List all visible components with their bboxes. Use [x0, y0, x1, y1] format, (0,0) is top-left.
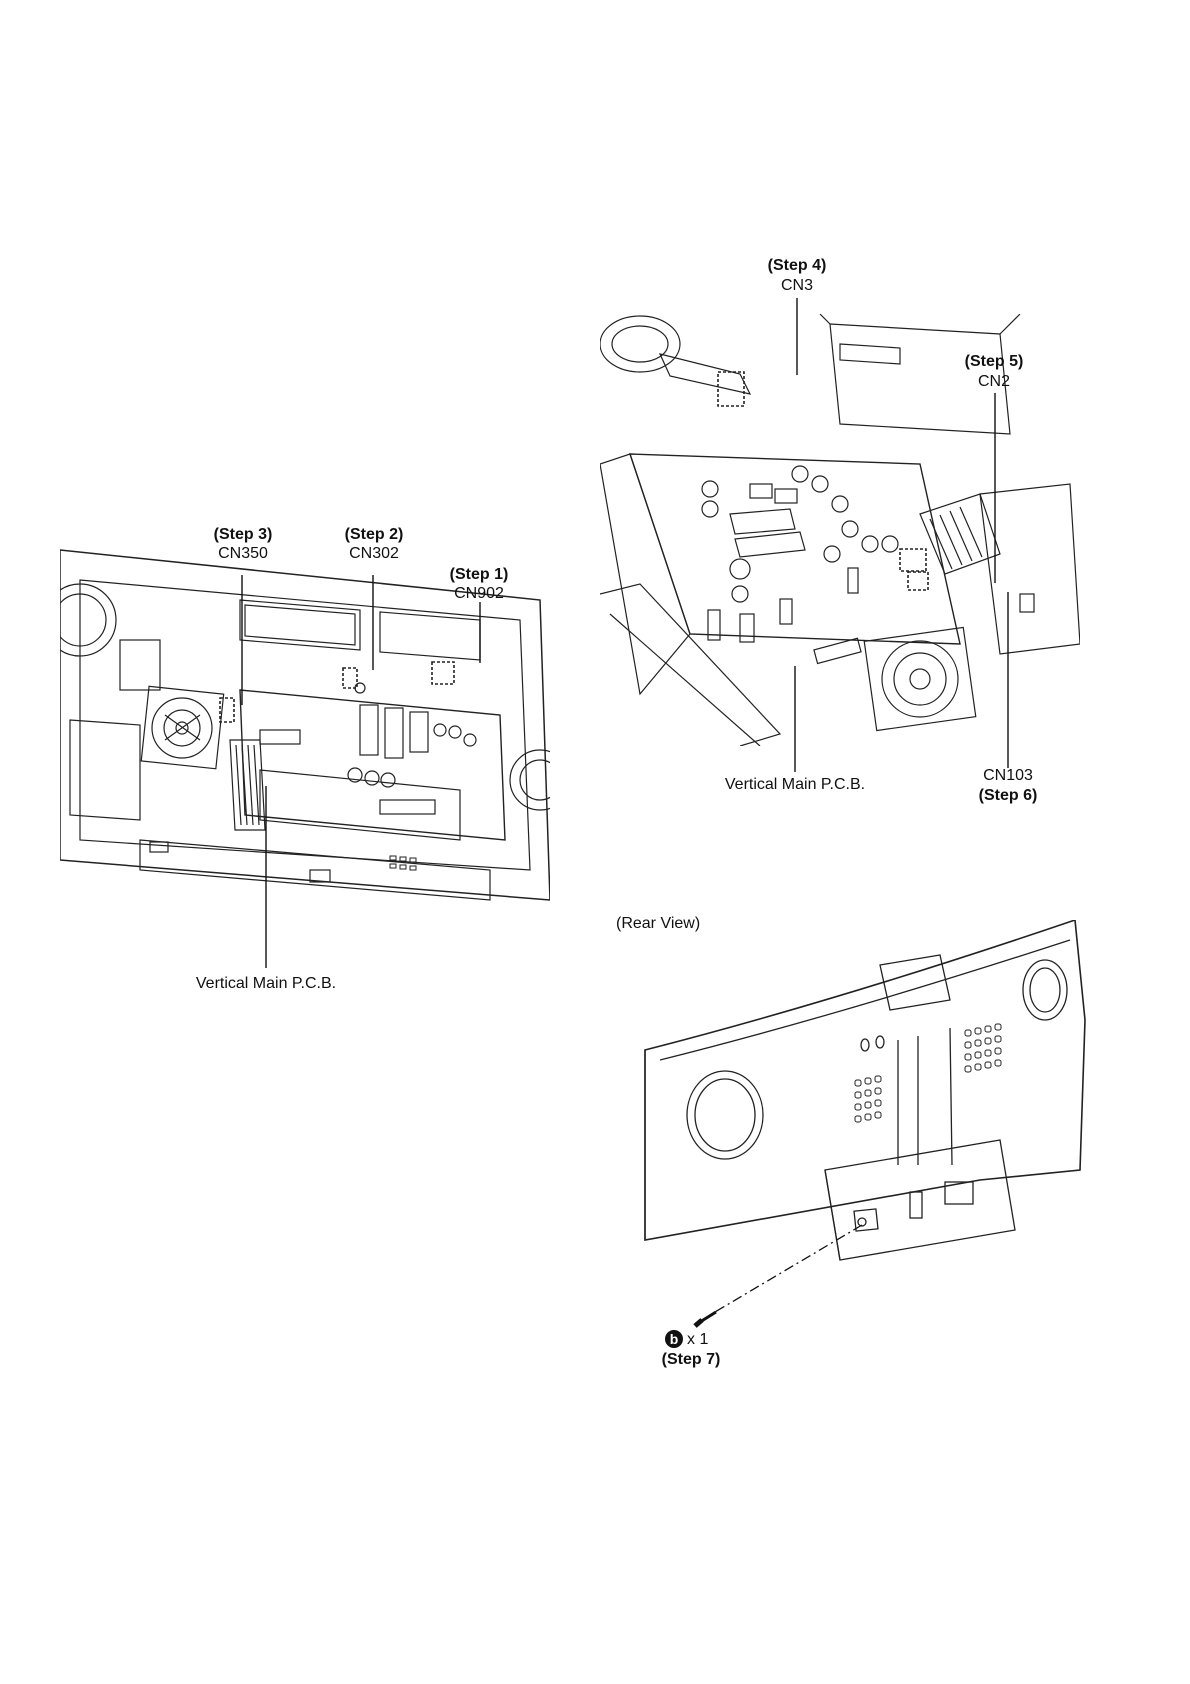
- screw-icon: [695, 1312, 716, 1326]
- screw-count-label: x 1: [687, 1330, 708, 1349]
- screw-b-badge: b: [665, 1330, 683, 1348]
- step-7-label: (Step 7): [654, 1350, 728, 1369]
- screw-b-letter: b: [670, 1331, 679, 1347]
